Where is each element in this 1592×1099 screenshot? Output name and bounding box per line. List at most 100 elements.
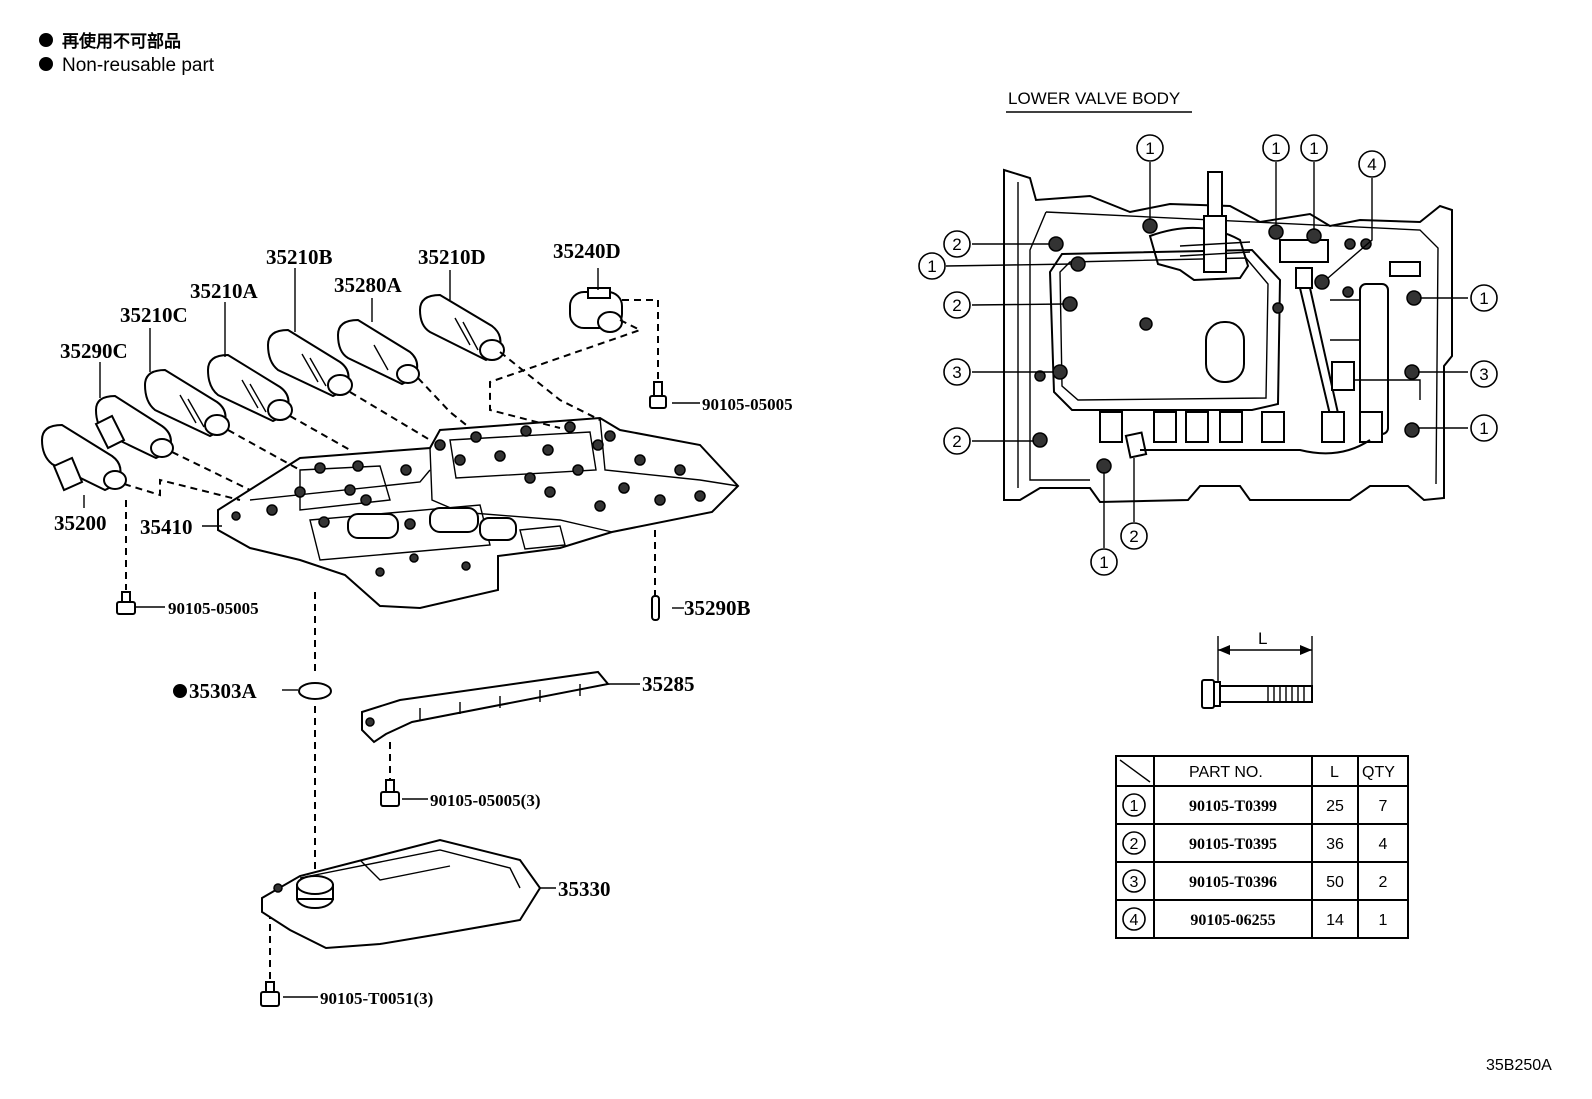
solenoid-35210C [143, 368, 230, 438]
label-35280A: 35280A [334, 273, 403, 297]
circled-number-icon: 3 [943, 358, 971, 386]
assembly-dashes [123, 299, 659, 982]
solenoid-35200 [40, 423, 127, 492]
label-bolt-c: 90105-05005(3) [430, 791, 540, 810]
table-row-length: 36 [1326, 836, 1344, 853]
circled-number-icon [1122, 793, 1146, 817]
circled-number-icon: 2 [943, 230, 971, 258]
circled-number-icon: 3 [1470, 360, 1498, 388]
valve-body-block [217, 416, 740, 610]
callout-leaders [945, 162, 1468, 548]
callout-number: 2 [952, 432, 961, 451]
bolt-icon [1201, 679, 1313, 709]
table-row: 2 90105-T0395 36 4 [1122, 831, 1388, 855]
circled-number-icon: 2 [1120, 522, 1148, 550]
exploded-view: 35240D 35210D 35210B 35280A 35210A 35210… [40, 239, 793, 1008]
table-row: 1 90105-T0399 25 7 [1122, 793, 1388, 817]
table-row-key: 3 [1130, 874, 1139, 891]
callout-number: 4 [1367, 155, 1376, 174]
plate-35285 [361, 670, 610, 744]
legend: 再使用不可部品 Non-reusable part [39, 31, 215, 76]
table-row-length: 14 [1326, 912, 1344, 929]
solenoid-35240D [569, 287, 623, 333]
o-ring-35303A [298, 682, 332, 700]
table-row-length: 50 [1326, 874, 1344, 891]
dimension-label: L [1258, 629, 1267, 648]
label-bolt-b: 90105-05005 [168, 599, 259, 618]
callout-number: 1 [1271, 139, 1280, 158]
label-bolt-d: 90105-T0051(3) [320, 989, 433, 1008]
strainer-35330 [261, 838, 542, 950]
connector-row [1099, 411, 1383, 459]
table-row-part-no: 90105-T0396 [1189, 874, 1277, 891]
pin-35290B [651, 595, 660, 621]
solenoid-35210A [206, 353, 293, 423]
bolt-icon [116, 591, 136, 615]
callout-number: 2 [952, 296, 961, 315]
bolt-icon [380, 779, 400, 807]
lvb-bolts [1032, 218, 1422, 474]
label-35210C: 35210C [120, 303, 188, 327]
table-row-key: 2 [1130, 836, 1139, 853]
label-35290C: 35290C [60, 339, 128, 363]
label-35290B: 35290B [684, 596, 751, 620]
circled-number-icon: 2 [943, 291, 971, 319]
table-row-part-no: 90105-T0399 [1189, 798, 1277, 815]
leader-lines [83, 268, 700, 998]
table-row-qty: 7 [1379, 798, 1388, 815]
bolt-length-diagram: L [1201, 629, 1313, 709]
part-table: PART NO. L QTY 1 90105-T0399 25 7 2 90105-T03… [1115, 755, 1409, 939]
table-row-part-no: 90105-06255 [1190, 912, 1275, 929]
solenoid-35290C [94, 394, 174, 460]
circled-number-icon [1122, 907, 1146, 931]
bolt-icon [649, 381, 667, 409]
callout-number: 3 [952, 363, 961, 382]
callout-number: 3 [1479, 365, 1488, 384]
table-header-l: L [1330, 764, 1339, 781]
table-rows: 1 90105-T0399 25 7 2 90105-T0395 36 4 3 90105-T03… [1122, 793, 1388, 931]
table-row: 4 90105-06255 14 1 [1122, 907, 1388, 931]
circled-number-icon: 1 [918, 252, 946, 280]
callout-number: 1 [1479, 289, 1488, 308]
bullet-icon [173, 684, 187, 698]
table-row-qty: 4 [1379, 836, 1388, 853]
legend-en: Non-reusable part [62, 55, 215, 76]
callout-number: 2 [1129, 527, 1138, 546]
label-35410: 35410 [140, 515, 193, 539]
circled-number-icon: 1 [1262, 134, 1290, 162]
legend-jp: 再使用不可部品 [62, 31, 181, 51]
callout-number: 1 [927, 257, 936, 276]
table-row-part-no: 90105-T0395 [1189, 836, 1277, 853]
circled-number-icon: 1 [1470, 284, 1498, 312]
circled-number-icon [1122, 831, 1146, 855]
label-bolt-a: 90105-05005 [702, 395, 793, 414]
label-35210B: 35210B [266, 245, 333, 269]
table-header-qty: QTY [1362, 764, 1395, 781]
callout-number: 1 [1145, 139, 1154, 158]
circled-number-icon: 1 [1090, 548, 1118, 576]
circled-number-icon: 1 [1470, 414, 1498, 442]
label-35303A: 35303A [189, 679, 258, 703]
callout-number: 2 [952, 235, 961, 254]
table-row-qty: 2 [1379, 874, 1388, 891]
label-35285: 35285 [642, 672, 695, 696]
section-title: LOWER VALVE BODY [1008, 89, 1180, 108]
table-row-qty: 1 [1379, 912, 1388, 929]
label-35330: 35330 [558, 877, 611, 901]
bolt-icon [260, 981, 280, 1007]
label-35210D: 35210D [418, 245, 486, 269]
table-row-key: 4 [1130, 912, 1139, 929]
lower-valve-body-view: LOWER VALVE BODY [945, 89, 1468, 548]
circled-number-icon: 1 [1136, 134, 1164, 162]
circled-number-icon [1122, 869, 1146, 893]
circled-number-icon: 4 [1358, 150, 1386, 178]
table-row-key: 1 [1130, 798, 1139, 815]
bullet-icon [39, 33, 53, 47]
table-header-part: PART NO. [1189, 764, 1263, 781]
table-row-length: 25 [1326, 798, 1344, 815]
callout-number: 1 [1099, 553, 1108, 572]
bullet-icon [39, 57, 53, 71]
label-35200: 35200 [54, 511, 107, 535]
